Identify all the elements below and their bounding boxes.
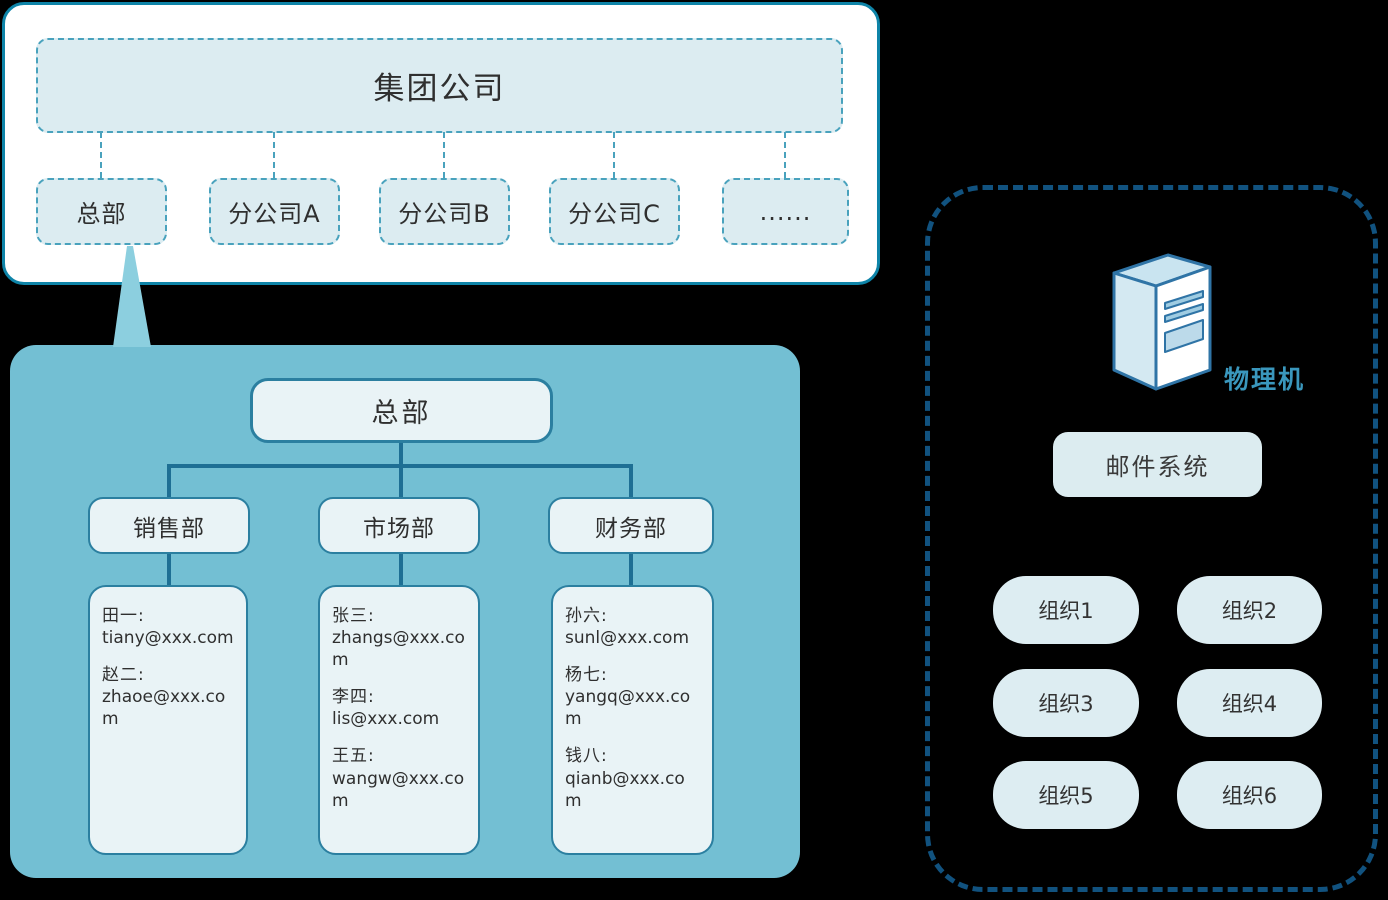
branch-label-etc: ...... xyxy=(759,197,812,226)
member-entry: 田一: tiany@xxx.com xyxy=(102,605,234,649)
member-entry: 孙六: sunl@xxx.com xyxy=(565,605,700,649)
member-entry: 钱八: qianb@xxx.com xyxy=(565,745,700,811)
member-name: 张三: xyxy=(332,606,375,626)
connector-dashed-c xyxy=(613,132,615,178)
member-name: 钱八: xyxy=(565,746,608,767)
dept-node-sales: 销售部 xyxy=(88,497,250,554)
dept-label-marketing: 市场部 xyxy=(363,515,435,542)
member-entry: 赵二: zhaoe@xxx.com xyxy=(102,664,234,730)
member-email: yangq@xxx.com xyxy=(565,687,691,730)
connector-dashed-hq xyxy=(100,132,102,178)
connector-line xyxy=(629,464,633,498)
connector-dashed-b xyxy=(443,132,445,178)
org-label-5: 组织5 xyxy=(1038,784,1094,808)
connector-line xyxy=(629,552,633,586)
branch-node-c: 分公司C xyxy=(549,178,680,245)
org-node-2: 组织2 xyxy=(1177,576,1322,644)
hq-node: 总部 xyxy=(250,378,553,443)
member-name: 李四: xyxy=(332,687,375,708)
org-node-6: 组织6 xyxy=(1177,761,1322,829)
hq-label: 总部 xyxy=(371,398,432,429)
connector-dashed-etc xyxy=(784,132,786,178)
org-label-3: 组织3 xyxy=(1038,692,1094,716)
connector-line xyxy=(167,464,171,498)
branch-node-a: 分公司A xyxy=(209,178,340,245)
server-icon xyxy=(1112,253,1212,391)
member-entry: 李四: lis@xxx.com xyxy=(332,686,466,730)
connector-dashed-a xyxy=(273,132,275,178)
member-email: lis@xxx.com xyxy=(332,709,440,730)
mail-system-panel xyxy=(925,185,1378,892)
branch-label-a: 分公司A xyxy=(228,200,321,228)
branch-node-b: 分公司B xyxy=(379,178,510,245)
org-node-1: 组织1 xyxy=(993,576,1139,644)
dept-node-finance: 财务部 xyxy=(548,497,714,554)
member-name: 孙六: xyxy=(565,606,608,626)
org-label-4: 组织4 xyxy=(1221,692,1278,716)
member-email: sunl@xxx.com xyxy=(565,628,690,649)
connector-line xyxy=(167,552,171,586)
branch-label-c: 分公司C xyxy=(568,200,661,228)
org-node-5: 组织5 xyxy=(993,761,1139,829)
member-entry: 王五: wangw@xxx.com xyxy=(332,745,466,811)
member-name: 赵二: xyxy=(102,665,145,686)
member-name: 王五: xyxy=(332,746,375,767)
member-email: zhangs@xxx.com xyxy=(332,628,465,671)
connector-line xyxy=(399,464,403,498)
group-company-node: 集团公司 xyxy=(36,38,843,133)
mail-system-node: 邮件系统 xyxy=(1053,432,1262,497)
org-label-2: 组织2 xyxy=(1221,599,1278,623)
org-node-4: 组织4 xyxy=(1177,669,1322,737)
org-node-3: 组织3 xyxy=(993,669,1139,737)
member-name: 杨七: xyxy=(565,665,608,686)
physical-machine-label: 物理机 xyxy=(1224,365,1306,394)
member-card-marketing: 张三: zhangs@xxx.com 李四: lis@xxx.com 王五: w… xyxy=(318,585,480,855)
member-name: 田一: xyxy=(102,606,145,626)
member-entry: 张三: zhangs@xxx.com xyxy=(332,605,466,671)
dept-node-marketing: 市场部 xyxy=(318,497,480,554)
member-email: qianb@xxx.com xyxy=(565,768,685,811)
member-card-finance: 孙六: sunl@xxx.com 杨七: yangq@xxx.com 钱八: q… xyxy=(551,585,714,855)
connector-line xyxy=(399,552,403,586)
member-card-sales: 田一: tiany@xxx.com 赵二: zhaoe@xxx.com xyxy=(88,585,248,855)
member-email: zhaoe@xxx.com xyxy=(102,687,226,730)
branch-node-hq: 总部 xyxy=(36,178,167,245)
org-label-6: 组织6 xyxy=(1221,784,1278,808)
branch-node-etc: ...... xyxy=(722,178,849,245)
group-company-label: 集团公司 xyxy=(373,71,506,107)
connector-line xyxy=(399,442,403,466)
branch-label-b: 分公司B xyxy=(398,200,491,228)
org-label-1: 组织1 xyxy=(1038,599,1094,623)
member-email: tiany@xxx.com xyxy=(102,628,234,649)
dept-label-finance: 财务部 xyxy=(595,515,667,542)
branch-label-hq: 总部 xyxy=(76,200,127,228)
member-email: wangw@xxx.com xyxy=(332,768,465,811)
dept-label-sales: 销售部 xyxy=(133,515,205,542)
mail-system-label: 邮件系统 xyxy=(1105,453,1210,481)
member-entry: 杨七: yangq@xxx.com xyxy=(565,664,700,730)
